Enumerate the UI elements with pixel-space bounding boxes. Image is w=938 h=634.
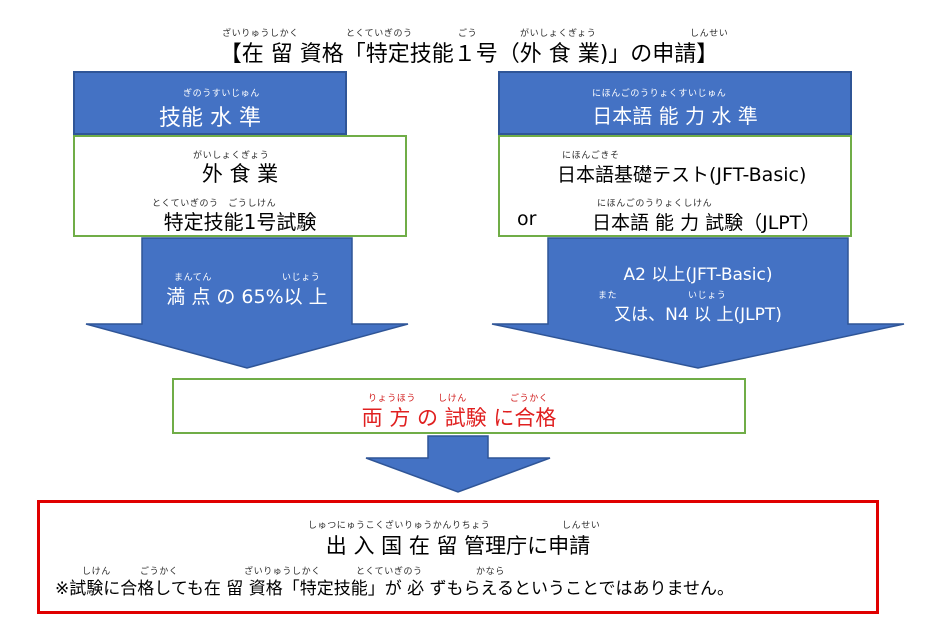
- title-ruby-tokuteiginou: とくていぎのう: [346, 29, 413, 39]
- language-level-header: [498, 71, 852, 135]
- shinsei-ruby: しんせい: [562, 521, 601, 531]
- skill-exam-ruby: とくていぎのう ごうしけん: [152, 199, 277, 209]
- title-ruby-gaishokugyou: がいしょくぎょう: [520, 29, 597, 39]
- language-level-ruby: にほんごのうりょくすいじゅん: [592, 89, 727, 99]
- jft-basic-label: 日本語基礎テスト(JFT-Basic): [557, 164, 807, 186]
- food-service-label: 外 食 業: [201, 162, 279, 186]
- language-requirement-1: A2 以上(JFT-Basic): [623, 265, 773, 285]
- language-level-title: 日本語 能 力 水 準: [592, 104, 758, 128]
- skill-exam-box: [73, 135, 407, 237]
- pass-both-label: 両 方 の 試験 に合格: [361, 406, 557, 430]
- title-ruby-shinsei: しんせい: [690, 29, 729, 39]
- title-ruby-zairyushikaku: ざいりゅうしかく: [222, 29, 299, 39]
- note-ruby-goukaku: ごうかく: [140, 567, 179, 577]
- apply-box: [37, 500, 879, 614]
- jlpt-ruby: にほんごのうりょくしけん: [597, 199, 713, 209]
- score-requirement: 満 点 の 65%以 上: [166, 286, 328, 308]
- skill-level-header: [73, 71, 347, 135]
- immigration-ruby: しゅつにゅうこくざいりゅうかんりちょう: [308, 521, 491, 531]
- note-ruby-shiken: しけん: [82, 567, 111, 577]
- center-down-arrow: [365, 435, 551, 493]
- ryouhou-ruby: りょうほう: [368, 394, 417, 404]
- shiken-ruby: しけん: [438, 394, 467, 404]
- disclaimer-note: ※試験に合格しても在 留 資格「特定技能」が 必 ずもらえるということではありま…: [55, 579, 734, 599]
- skill-level-title: 技能 水 準: [159, 106, 261, 131]
- language-requirement-2: 又は、N4 以 上(JLPT): [614, 305, 782, 325]
- skill-exam-label: 特定技能1号試験: [163, 210, 317, 234]
- ijou-ruby-right: いじょう: [688, 291, 727, 301]
- ijou-ruby-left: いじょう: [282, 273, 321, 283]
- mata-ruby: また: [598, 291, 618, 301]
- note-ruby-zairyushikaku: ざいりゅうしかく: [244, 567, 321, 577]
- page-title: 【在 留 資格「特定技能１号（外 食 業)」の申請】: [219, 42, 719, 67]
- note-ruby-tokuteiginou: とくていぎのう: [356, 567, 423, 577]
- jlpt-label: 日本語 能 力 試験（JLPT）: [592, 212, 821, 234]
- gaishoku-ruby: がいしょくぎょう: [193, 151, 270, 161]
- language-exam-box: [498, 135, 852, 237]
- title-ruby-gou: ごう: [458, 29, 478, 39]
- goukaku-ruby: ごうかく: [510, 394, 549, 404]
- or-label: or: [517, 208, 537, 230]
- apply-title: 出 入 国 在 留 管理庁に申請: [325, 534, 591, 558]
- note-ruby-kanara: かなら: [476, 567, 505, 577]
- pass-both-box: [172, 378, 746, 434]
- manten-ruby: まんてん: [174, 273, 212, 283]
- right-down-arrow: [491, 237, 905, 369]
- left-down-arrow: [85, 237, 409, 369]
- jft-ruby: にほんごきそ: [562, 151, 620, 161]
- skill-level-ruby: ぎのうすいじゅん: [183, 89, 260, 99]
